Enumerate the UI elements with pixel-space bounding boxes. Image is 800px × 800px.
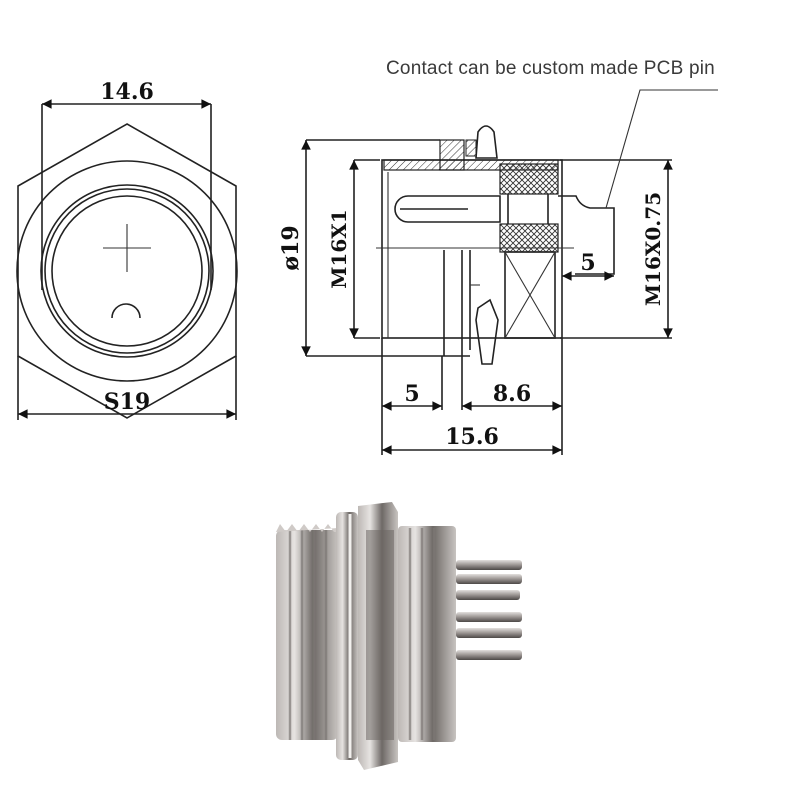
pcb-pins [456,560,522,660]
thread-m16x1: M16X1 [327,209,351,288]
dimension-s19: S19 [104,389,151,415]
pcb-pin-callout-note: Contact can be custom made PCB pin [386,58,715,79]
dimension-total-15-6: 15.6 [445,424,499,450]
dimension-rear-8-6: 8.6 [493,381,531,407]
dimension-14-6: 14.6 [100,79,154,105]
side-view: ø19 M16X1 5 [278,89,718,455]
callout-leader-line [605,89,718,209]
connector-photo [276,502,522,770]
dimension-diameter-19: ø19 [278,225,304,270]
dimension-pin-5: 5 [580,250,595,276]
front-view: 14.6 S19 [16,79,238,420]
thread-m16x0-75: M16X0.75 [641,192,665,306]
dimension-front-5: 5 [404,381,419,407]
